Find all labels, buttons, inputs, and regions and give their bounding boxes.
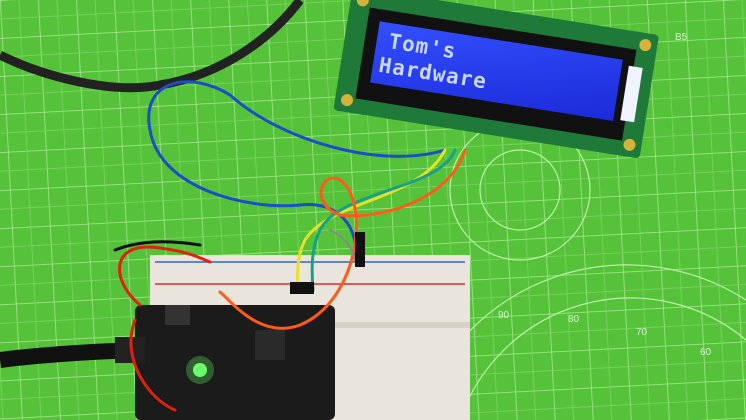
usb-cable-top <box>0 0 304 93</box>
lcd-screen <box>370 21 623 121</box>
jumper-wires <box>113 80 467 412</box>
wire-red-2 <box>129 318 177 412</box>
wire-red <box>118 245 212 307</box>
wire-teal <box>310 148 457 292</box>
wire-blue <box>147 80 447 262</box>
protractor-label: 80 <box>568 314 580 325</box>
microcontroller-board <box>135 305 335 420</box>
lcd-module: Tom's Hardware <box>333 0 659 158</box>
protractor-label: 60 <box>700 347 712 358</box>
protractor-label: 90 <box>498 310 510 321</box>
status-led <box>193 363 207 377</box>
wire-black <box>113 240 202 252</box>
wire-orange <box>218 148 467 330</box>
protractor-label: 70 <box>636 327 648 338</box>
wire-gray <box>329 229 356 263</box>
mat-label: B5 <box>675 32 688 43</box>
header-pins <box>290 282 314 294</box>
header-pins <box>355 232 365 267</box>
